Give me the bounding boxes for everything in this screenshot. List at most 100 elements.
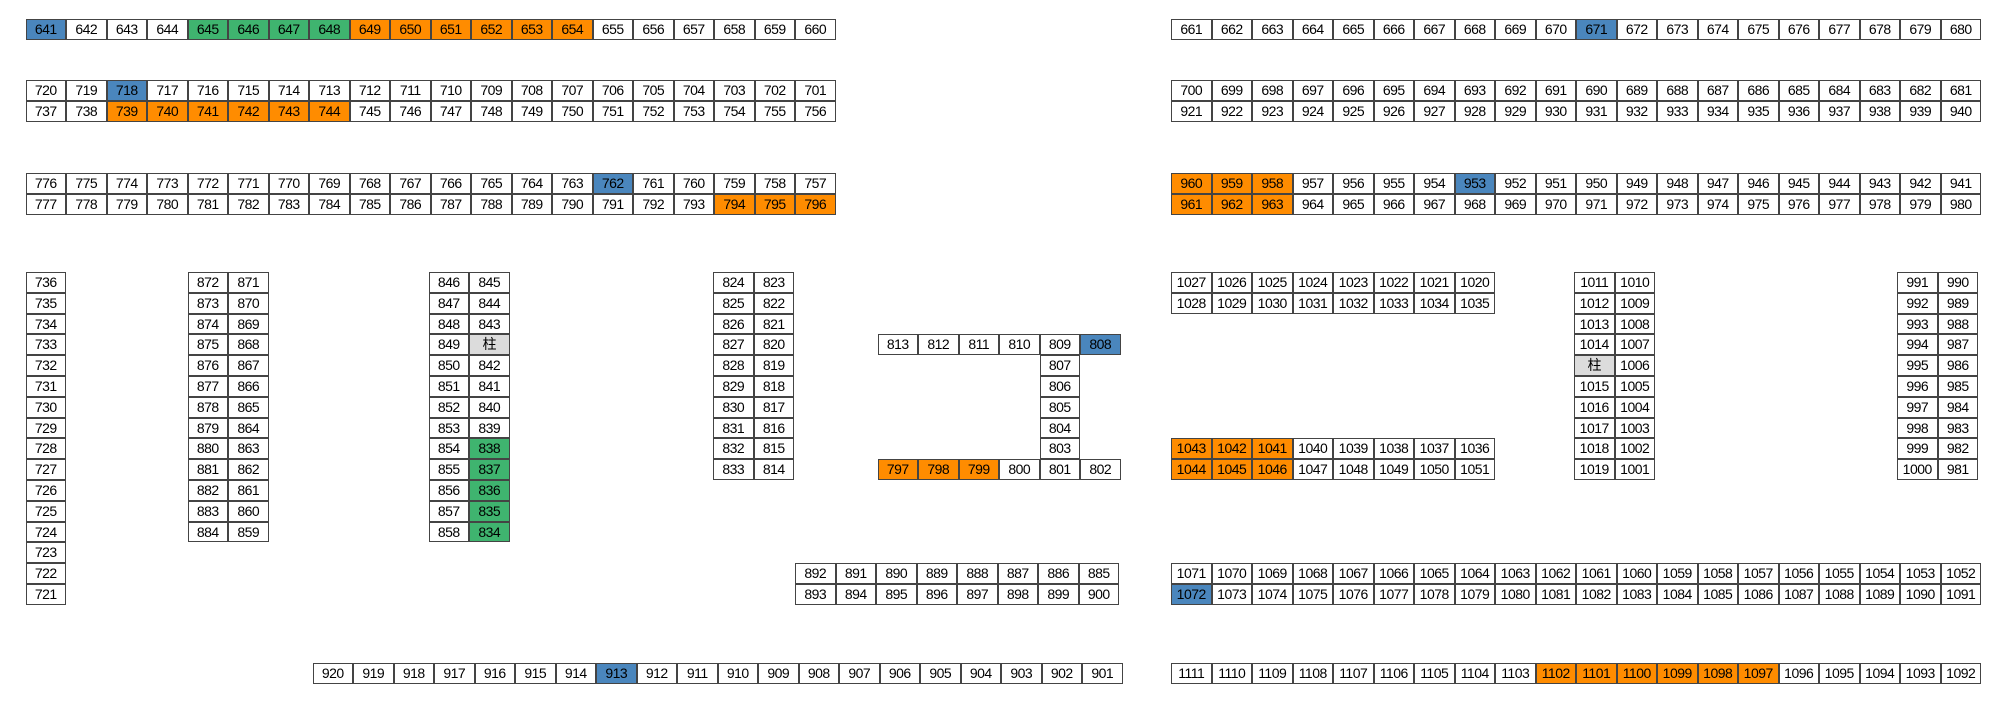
booth-956[interactable]: 956 — [1333, 173, 1374, 194]
booth-1097[interactable]: 1097 — [1738, 663, 1779, 684]
booth-784[interactable]: 784 — [309, 193, 350, 215]
booth-832[interactable]: 832 — [713, 438, 754, 460]
booth-804[interactable]: 804 — [1039, 417, 1080, 439]
booth-776[interactable]: 776 — [25, 173, 66, 194]
booth-732[interactable]: 732 — [25, 355, 66, 376]
booth-913[interactable]: 913 — [596, 663, 637, 684]
booth-678[interactable]: 678 — [1859, 19, 1900, 40]
booth-1050[interactable]: 1050 — [1414, 459, 1455, 480]
booth-1002[interactable]: 1002 — [1614, 438, 1655, 460]
booth-835[interactable]: 835 — [469, 500, 510, 522]
booth-811[interactable]: 811 — [958, 334, 999, 356]
booth-1025[interactable]: 1025 — [1252, 272, 1293, 293]
booth-1033[interactable]: 1033 — [1373, 292, 1414, 314]
booth-988[interactable]: 988 — [1937, 313, 1978, 335]
booth-1031[interactable]: 1031 — [1292, 292, 1333, 314]
booth-1022[interactable]: 1022 — [1373, 272, 1414, 293]
booth-746[interactable]: 746 — [390, 100, 431, 122]
booth-1049[interactable]: 1049 — [1373, 459, 1414, 480]
booth-1085[interactable]: 1085 — [1697, 583, 1738, 605]
booth-821[interactable]: 821 — [753, 313, 794, 335]
booth-1028[interactable]: 1028 — [1171, 292, 1212, 314]
booth-1105[interactable]: 1105 — [1414, 663, 1455, 684]
booth-838[interactable]: 838 — [469, 438, 510, 460]
booth-708[interactable]: 708 — [511, 80, 552, 101]
booth-814[interactable]: 814 — [753, 459, 794, 480]
booth-834[interactable]: 834 — [469, 521, 510, 543]
booth-851[interactable]: 851 — [428, 376, 469, 397]
booth-1102[interactable]: 1102 — [1535, 663, 1576, 684]
booth-807[interactable]: 807 — [1039, 355, 1080, 376]
booth-938[interactable]: 938 — [1859, 100, 1900, 122]
booth-1101[interactable]: 1101 — [1576, 663, 1617, 684]
booth-994[interactable]: 994 — [1897, 334, 1938, 356]
booth-726[interactable]: 726 — [25, 480, 66, 501]
booth-941[interactable]: 941 — [1940, 173, 1981, 194]
booth-889[interactable]: 889 — [916, 563, 957, 584]
booth-1000[interactable]: 1000 — [1897, 459, 1938, 480]
booth-780[interactable]: 780 — [147, 193, 188, 215]
booth-1047[interactable]: 1047 — [1292, 459, 1333, 480]
booth-969[interactable]: 969 — [1495, 193, 1536, 215]
booth-1003[interactable]: 1003 — [1614, 417, 1655, 439]
booth-690[interactable]: 690 — [1576, 80, 1617, 101]
booth-646[interactable]: 646 — [228, 19, 269, 40]
booth-683[interactable]: 683 — [1859, 80, 1900, 101]
booth-697[interactable]: 697 — [1292, 80, 1333, 101]
booth-933[interactable]: 933 — [1657, 100, 1698, 122]
booth-984[interactable]: 984 — [1937, 396, 1978, 418]
booth-738[interactable]: 738 — [66, 100, 107, 122]
booth-911[interactable]: 911 — [677, 663, 718, 684]
booth-733[interactable]: 733 — [25, 334, 66, 356]
booth-894[interactable]: 894 — [835, 583, 876, 605]
booth-1083[interactable]: 1083 — [1616, 583, 1657, 605]
booth-641[interactable]: 641 — [25, 19, 66, 40]
booth-970[interactable]: 970 — [1535, 193, 1576, 215]
booth-810[interactable]: 810 — [999, 334, 1040, 356]
booth-654[interactable]: 654 — [552, 19, 593, 40]
booth-1104[interactable]: 1104 — [1454, 663, 1495, 684]
booth-907[interactable]: 907 — [839, 663, 880, 684]
booth-982[interactable]: 982 — [1937, 438, 1978, 460]
booth-662[interactable]: 662 — [1211, 19, 1252, 40]
booth-751[interactable]: 751 — [592, 100, 633, 122]
booth-1089[interactable]: 1089 — [1859, 583, 1900, 605]
booth-1014[interactable]: 1014 — [1574, 334, 1615, 356]
booth-801[interactable]: 801 — [1039, 459, 1080, 480]
booth-925[interactable]: 925 — [1333, 100, 1374, 122]
booth-749[interactable]: 749 — [511, 100, 552, 122]
booth-734[interactable]: 734 — [25, 313, 66, 335]
booth-1005[interactable]: 1005 — [1614, 376, 1655, 397]
booth-723[interactable]: 723 — [25, 542, 66, 564]
booth-677[interactable]: 677 — [1819, 19, 1860, 40]
booth-935[interactable]: 935 — [1738, 100, 1779, 122]
booth-660[interactable]: 660 — [795, 19, 836, 40]
booth-653[interactable]: 653 — [511, 19, 552, 40]
booth-852[interactable]: 852 — [428, 396, 469, 418]
booth-1029[interactable]: 1029 — [1211, 292, 1252, 314]
booth-754[interactable]: 754 — [714, 100, 755, 122]
booth-1010[interactable]: 1010 — [1614, 272, 1655, 293]
booth-1093[interactable]: 1093 — [1900, 663, 1941, 684]
booth-805[interactable]: 805 — [1039, 396, 1080, 418]
booth-1080[interactable]: 1080 — [1495, 583, 1536, 605]
booth-1100[interactable]: 1100 — [1616, 663, 1657, 684]
booth-945[interactable]: 945 — [1778, 173, 1819, 194]
booth-722[interactable]: 722 — [25, 563, 66, 584]
booth-741[interactable]: 741 — [187, 100, 228, 122]
booth-903[interactable]: 903 — [1001, 663, 1042, 684]
booth-815[interactable]: 815 — [753, 438, 794, 460]
booth-1069[interactable]: 1069 — [1252, 563, 1293, 584]
booth-871[interactable]: 871 — [228, 272, 269, 293]
booth-908[interactable]: 908 — [798, 663, 839, 684]
booth-885[interactable]: 885 — [1078, 563, 1119, 584]
booth-931[interactable]: 931 — [1576, 100, 1617, 122]
booth-759[interactable]: 759 — [714, 173, 755, 194]
booth-881[interactable]: 881 — [187, 459, 228, 480]
booth-848[interactable]: 848 — [428, 313, 469, 335]
booth-744[interactable]: 744 — [309, 100, 350, 122]
booth-855[interactable]: 855 — [428, 459, 469, 480]
booth-675[interactable]: 675 — [1738, 19, 1779, 40]
booth-795[interactable]: 795 — [754, 193, 795, 215]
booth-971[interactable]: 971 — [1576, 193, 1617, 215]
